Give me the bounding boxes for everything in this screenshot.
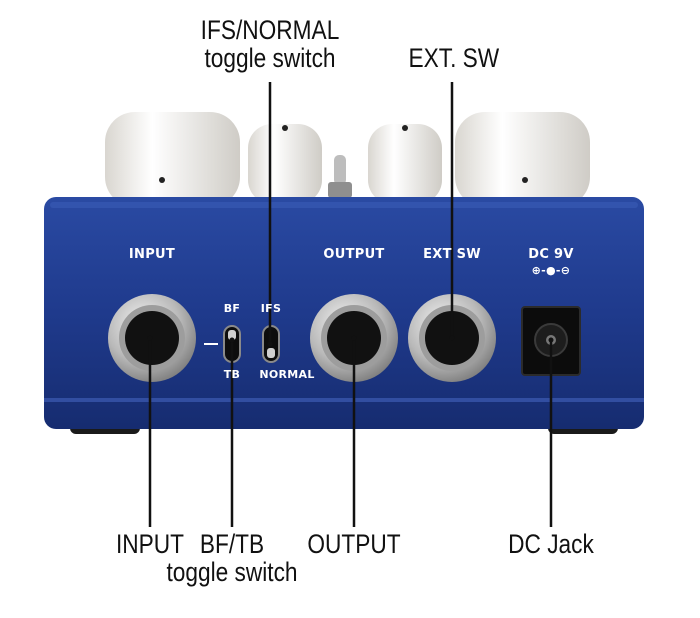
callout-dc-jack: DC Jack [508,529,594,559]
knob-center-right [368,124,442,204]
knob-left-large [105,112,240,207]
callout-ifs-normal: IFS/NORMAL toggle switch [199,16,342,72]
callout-ifs-normal-line2: toggle switch [204,43,336,73]
knob-right-large [455,112,590,207]
panel-label-ifs: IFS [260,302,282,315]
panel-label-bf: BF [223,302,241,315]
callout-bf-tb-line2: toggle switch [166,557,298,587]
callout-bf-tb-line1: BF/TB [199,529,265,559]
panel-label-polarity: ⊕-●-⊖ [531,264,571,277]
callout-bf-tb: BF/TB toggle switch [163,530,301,586]
leader-lines [148,82,553,527]
knob-center-left [248,124,322,204]
top-toggle-lever [328,155,352,198]
panel-label-normal: NORMAL [259,368,315,381]
callout-output: OUTPUT [307,529,401,559]
callout-ext-sw: EXT. SW [408,43,500,73]
panel-label-output: OUTPUT [323,247,385,262]
panel-label-ext-sw: EXT SW [423,247,481,262]
panel-label-dc: DC 9V [528,247,574,262]
callout-ifs-normal-line1: IFS/NORMAL [200,15,340,45]
panel-label-input: INPUT [128,247,176,262]
panel-label-tb: TB [223,368,241,381]
callout-input: INPUT [115,529,185,559]
